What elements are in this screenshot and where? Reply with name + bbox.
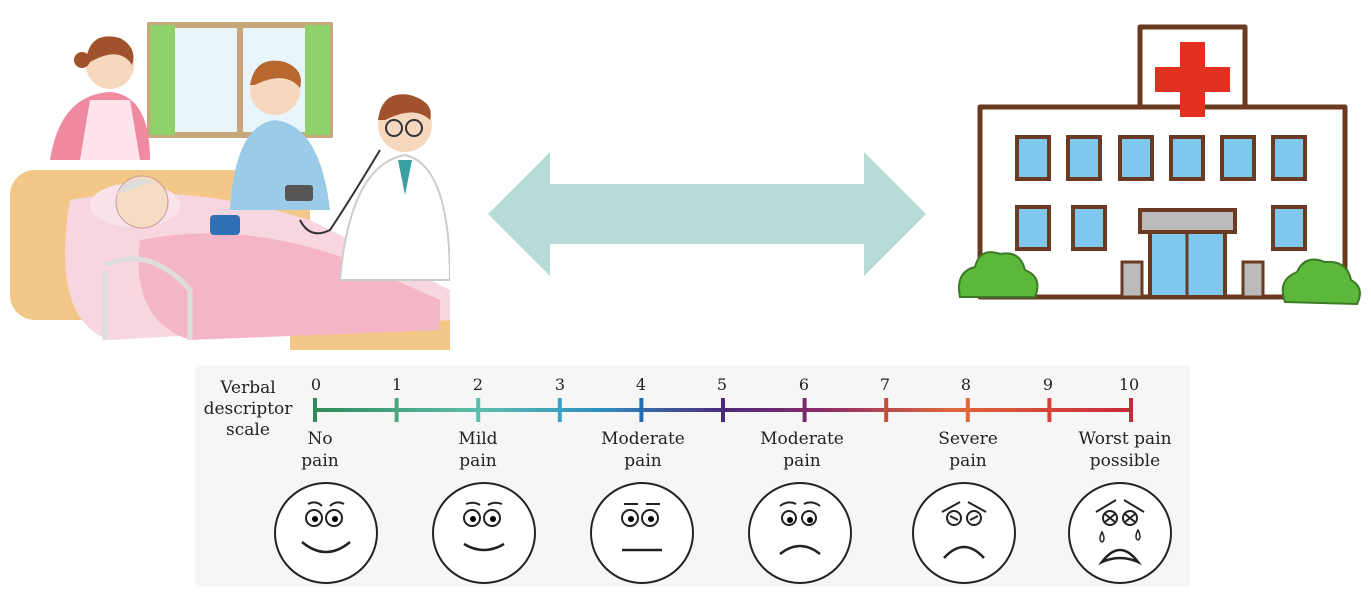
descriptor-worst-pain: Worst pain possible [1078,429,1172,471]
scale-tick-5 [721,398,725,422]
tick-label-2: 2 [472,375,484,394]
tick-label-0: 0 [310,375,322,394]
descriptor-moderate-pain-2: Moderate pain [760,429,844,471]
tick-label-7: 7 [879,375,891,394]
scale-tick-0 [313,398,317,422]
descriptor-mild-pain: Mild pain [458,429,498,471]
no-pain-face [274,482,378,584]
scale-tick-1 [394,398,399,422]
descriptor-no-pain: No pain [301,429,339,471]
scale-tick-6 [802,398,807,422]
tick-label-3: 3 [554,375,566,394]
scale-tick-8 [965,398,970,422]
tick-label-10: 10 [1118,375,1140,394]
scale-title: Verbal descriptor scale [203,378,293,440]
home-care-scene [10,20,450,350]
scale-tick-2 [476,398,481,422]
double-arrow-icon [488,152,926,276]
scale-tick-10 [1129,398,1133,422]
hospital-building [958,24,1361,306]
scale-tick-9 [1047,398,1052,422]
tick-label-5: 5 [716,375,728,394]
tick-label-6: 6 [798,375,810,394]
descriptor-moderate-pain-1: Moderate pain [601,429,685,471]
scale-tick-3 [557,398,562,422]
tick-label-1: 1 [391,375,403,394]
descriptor-severe-pain: Severe pain [938,429,998,471]
tick-label-8: 8 [960,375,972,394]
mild-pain-face [432,482,536,584]
moderate-pain-face [590,482,694,584]
worst-pain-face [1068,482,1172,584]
severe-pain-face [912,482,1016,584]
moderate-pain-face-2 [748,482,852,584]
scale-tick-7 [884,398,889,422]
scale-line [313,398,1133,422]
scale-tick-4 [639,398,644,422]
tick-label-4: 4 [635,375,647,394]
tick-label-9: 9 [1042,375,1054,394]
